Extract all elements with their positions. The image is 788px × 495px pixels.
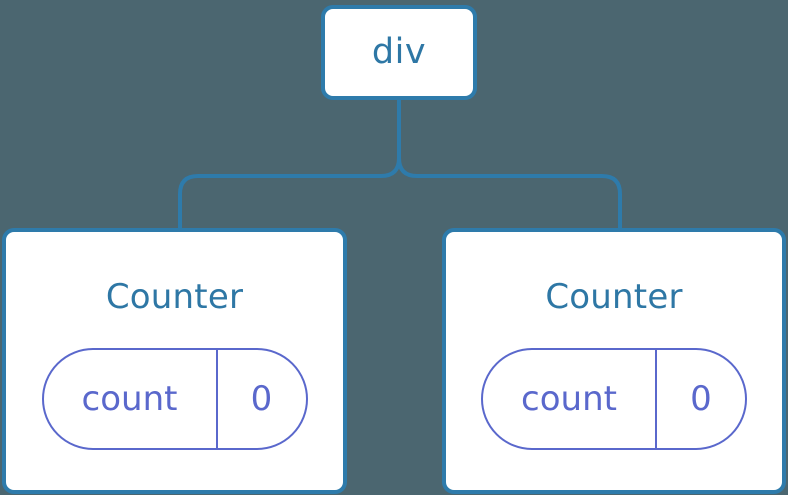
counter-right-state-pill: count 0 <box>481 348 747 450</box>
node-div[interactable]: div <box>321 5 477 100</box>
counter-left-state-key: count <box>44 350 218 448</box>
node-counter-left[interactable]: Counter count 0 <box>2 228 347 494</box>
counter-left-state-value: 0 <box>250 379 273 419</box>
counter-right-state-key: count <box>483 350 657 448</box>
node-counter-right[interactable]: Counter count 0 <box>442 228 786 494</box>
counter-right-title: Counter <box>545 277 683 317</box>
counter-right-state-value: 0 <box>690 379 712 419</box>
edge-root-to-counter-right <box>397 98 622 234</box>
counter-left-state-pill: count 0 <box>41 348 308 450</box>
node-div-label: div <box>371 32 427 72</box>
edge-root-to-counter-left <box>178 98 401 234</box>
counter-left-title: Counter <box>105 277 244 317</box>
